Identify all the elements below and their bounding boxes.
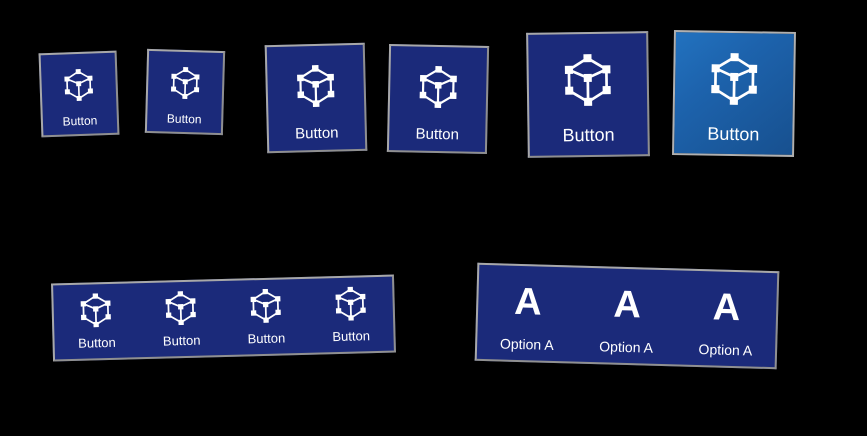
button-group-panel: Button Button Button Button xyxy=(51,274,396,362)
button-label: Button xyxy=(415,125,460,144)
option-group-panel: A Option A A Option A A Option A xyxy=(474,262,780,370)
cube-mesh-icon xyxy=(165,291,196,326)
cube-mesh-icon xyxy=(335,286,366,321)
button-label: Button xyxy=(294,124,339,143)
group-button-3[interactable]: Button xyxy=(223,279,310,355)
option-item-1[interactable]: A Option A xyxy=(477,265,579,362)
button-icon-slot xyxy=(389,46,487,128)
button-label: Button xyxy=(62,113,98,129)
letter-a-icon: A xyxy=(513,280,543,324)
cell-icon-slot xyxy=(248,279,283,332)
button-1[interactable]: Button xyxy=(38,50,120,138)
button-icon-slot xyxy=(675,32,794,126)
button-icon-slot xyxy=(528,33,647,127)
cell-icon-slot xyxy=(163,282,198,335)
cube-mesh-icon xyxy=(250,289,281,324)
cell-icon-slot: A xyxy=(613,269,642,341)
cube-mesh-icon xyxy=(171,66,200,99)
group-button-2[interactable]: Button xyxy=(138,281,225,357)
cell-icon-slot xyxy=(78,284,113,337)
group-button-1[interactable]: Button xyxy=(53,283,140,359)
cell-label: Button xyxy=(78,335,116,352)
cell-label: Option A xyxy=(499,335,554,354)
cube-mesh-icon xyxy=(81,293,112,328)
option-item-2[interactable]: A Option A xyxy=(576,268,678,365)
cell-icon-slot xyxy=(333,277,368,330)
button-3[interactable]: Button xyxy=(264,42,368,154)
cube-mesh-icon xyxy=(64,68,93,101)
cube-mesh-icon xyxy=(297,65,335,108)
button-label: Button xyxy=(166,111,202,127)
button-5[interactable]: Button xyxy=(526,31,650,158)
cell-label: Button xyxy=(332,328,371,345)
cube-mesh-icon xyxy=(564,54,611,106)
cell-label: Button xyxy=(162,332,201,349)
button-6[interactable]: Button xyxy=(672,30,796,157)
letter-a-icon: A xyxy=(613,283,642,327)
button-label: Button xyxy=(562,124,615,146)
group-button-4[interactable]: Button xyxy=(307,277,394,353)
button-icon-slot xyxy=(147,51,223,114)
button-label: Button xyxy=(707,123,760,145)
button-icon-slot xyxy=(41,53,117,117)
option-item-3[interactable]: A Option A xyxy=(675,270,777,367)
button-2[interactable]: Button xyxy=(144,48,226,136)
cell-icon-slot: A xyxy=(712,271,741,343)
letter-a-icon: A xyxy=(712,286,741,329)
cube-mesh-icon xyxy=(419,66,457,109)
button-4[interactable]: Button xyxy=(386,43,490,155)
cell-label: Button xyxy=(247,330,286,347)
cell-label: Option A xyxy=(599,338,654,357)
cell-icon-slot: A xyxy=(513,266,543,338)
cell-label: Option A xyxy=(698,341,753,359)
cube-mesh-icon xyxy=(711,53,758,105)
button-icon-slot xyxy=(267,45,365,128)
